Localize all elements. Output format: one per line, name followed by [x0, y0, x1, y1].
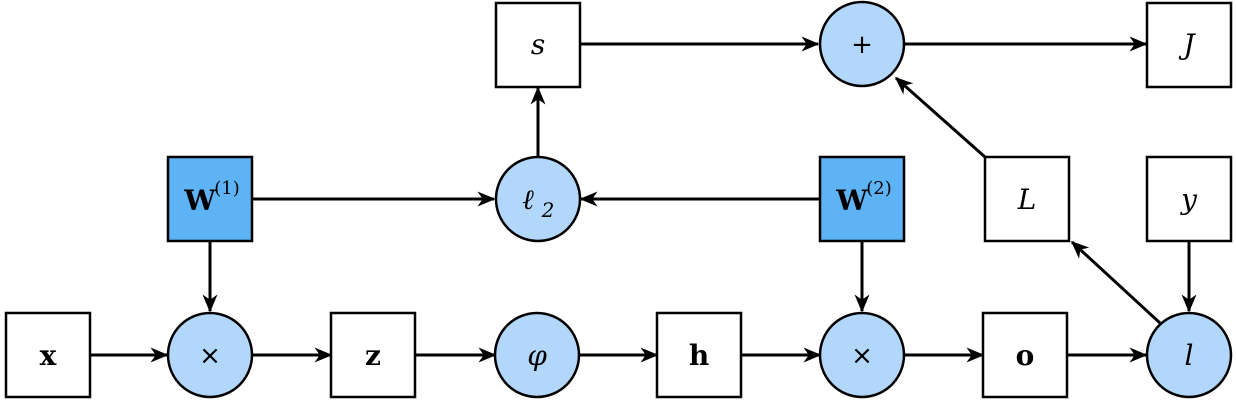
node-h-label: h: [689, 339, 709, 372]
node-mul1-label: ×: [199, 341, 221, 371]
node-L: L: [983, 155, 1071, 243]
node-l2-sub: 2: [541, 198, 555, 222]
node-mul2: ×: [818, 311, 906, 399]
node-W2-label: W: [835, 184, 868, 217]
node-z: z: [329, 311, 417, 399]
node-y: y: [1145, 155, 1233, 243]
node-W2: W (2): [818, 155, 906, 243]
node-plus-label: +: [851, 30, 873, 60]
edge-l-L: [1070, 240, 1162, 325]
node-l2: ℓ 2: [494, 155, 582, 243]
node-x: x: [4, 311, 92, 399]
node-L-label: L: [1017, 183, 1037, 216]
node-phi: φ: [493, 311, 581, 399]
node-mul1: ×: [166, 311, 254, 399]
node-y-label: y: [1179, 183, 1198, 216]
node-W1-label: W: [183, 184, 216, 217]
node-W1-sup: (1): [214, 178, 240, 199]
node-l-label: l: [1185, 339, 1194, 372]
node-s: s: [494, 1, 582, 89]
node-x-label: x: [40, 339, 57, 372]
node-z-label: z: [365, 339, 381, 372]
node-J: J: [1145, 1, 1233, 89]
node-o: o: [981, 311, 1069, 399]
node-l: l: [1145, 311, 1233, 399]
node-mul2-label: ×: [851, 341, 873, 371]
node-phi-label: φ: [527, 339, 547, 372]
node-s-label: s: [531, 28, 545, 61]
edge-L-plus: [894, 76, 986, 159]
edges: [90, 36, 1197, 363]
svg-text:W: W: [835, 184, 868, 217]
node-J-label: J: [1178, 28, 1196, 61]
node-o-label: o: [1016, 339, 1035, 372]
node-plus: +: [818, 0, 906, 88]
node-W2-sup: (2): [866, 178, 892, 199]
node-W1: W (1): [166, 155, 254, 243]
node-l2-label: ℓ: [522, 183, 534, 216]
node-h: h: [655, 311, 743, 399]
svg-text:W: W: [183, 184, 216, 217]
